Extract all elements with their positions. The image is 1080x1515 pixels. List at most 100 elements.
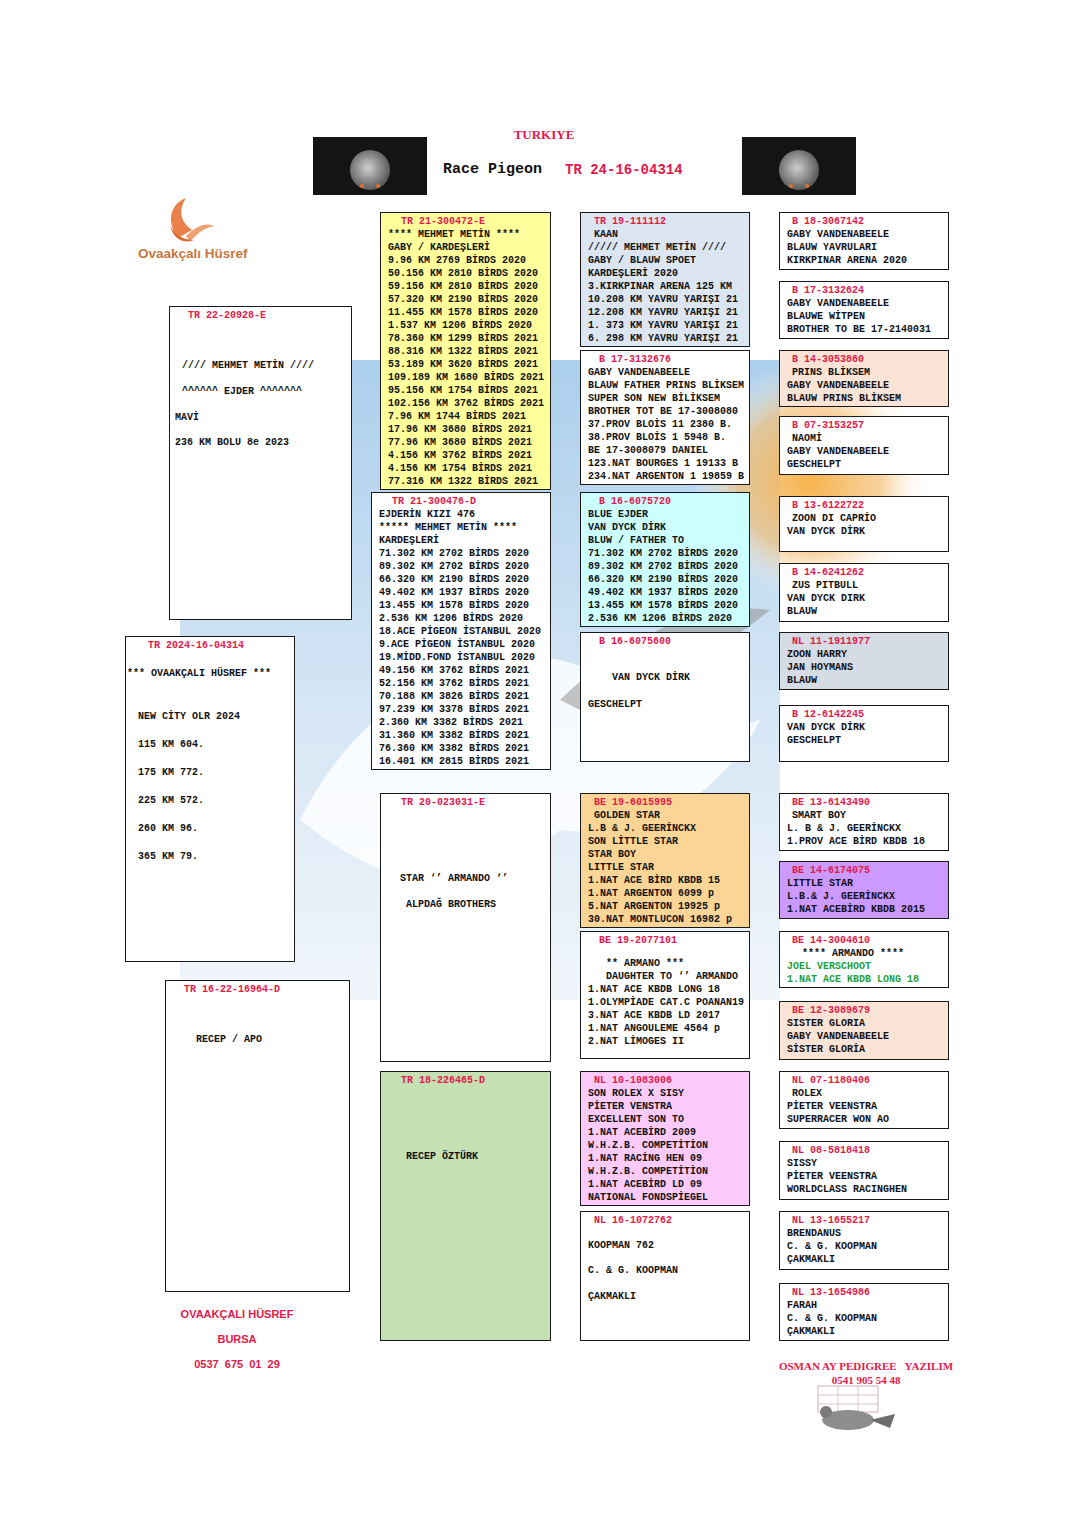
logo-text: Ovaakçalı Hüsref: [138, 246, 248, 261]
pedigree-line: 1.NAT ACE KBDB LONG 18: [588, 983, 720, 996]
pedigree-line: GESCHELPT: [588, 698, 642, 711]
pedigree-box: B 18-3067142GABY VANDENABEELEBLAUW YAVRU…: [779, 212, 949, 270]
pedigree-line: 57.320 KM 2190 BİRDS 2020: [388, 293, 538, 306]
ring-number: NL 11-1911977: [792, 635, 870, 648]
pedigree-line: DAUGHTER TO ‘’ ARMANDO: [606, 970, 738, 983]
pedigree-line: ***** MEHMET METİN ****: [379, 521, 517, 534]
pedigree-line: 71.302 KM 2702 BİRDS 2020: [379, 547, 529, 560]
pedigree-line: W.H.Z.B. COMPETİTİON: [588, 1139, 708, 1152]
pedigree-box: NL 13-1655217BRENDANUSC. & G. KOOPMANÇAK…: [779, 1211, 949, 1270]
pedigree-line: 1.NAT ARGENTON 6099 p: [588, 887, 714, 900]
pedigree-box: TR 2024-16-04314*** OVAAKÇALI HÜSREF ***…: [125, 636, 295, 962]
pedigree-line: 4.156 KM 1754 BİRDS 2021: [388, 462, 532, 475]
pedigree-line: 234.NAT ARGENTON 1 19859 B: [588, 470, 744, 483]
pedigree-line: 365 KM 79.: [138, 850, 198, 863]
pedigree-line: 71.302 KM 2702 BİRDS 2020: [588, 547, 738, 560]
pedigree-line: BLAUW: [787, 674, 817, 687]
pedigree-line: 3.NAT ACE KBDB LD 2017: [588, 1009, 720, 1022]
ring-number: BE 14-6174075: [792, 864, 870, 877]
pedigree-box: B 13-6122722ZOON DI CAPRİOVAN DYCK DİRK: [779, 496, 949, 552]
pedigree-line: 3.KIRKPINAR ARENA 125 KM: [588, 280, 732, 293]
pedigree-line: 1.NAT ACE BİRD KBDB 15: [588, 874, 720, 887]
pedigree-line: 50.156 KM 2810 BİRDS 2020: [388, 267, 538, 280]
pedigree-line: BLUE EJDER: [588, 508, 648, 521]
pedigree-line: 49.402 KM 1937 BİRDS 2020: [379, 586, 529, 599]
pedigree-line: GESCHELPT: [787, 734, 841, 747]
pedigree-box: NL 08-5818418SISSYPİETER VEENSTRAWORLDCL…: [779, 1141, 949, 1200]
pedigree-line: C. & G. KOOPMAN: [787, 1240, 877, 1253]
ring-number: BE 13-6143490: [792, 796, 870, 809]
pedigree-line: NEW CİTY OLR 2024: [138, 710, 240, 723]
pedigree-line: BLUW / FATHER TO: [588, 534, 684, 547]
pedigree-line: 16.401 KM 2815 BİRDS 2021: [379, 755, 529, 768]
pedigree-box: TR 18-226465-DRECEP ÖZTÜRK: [380, 1071, 551, 1341]
pedigree-line: ZOON DI CAPRİO: [792, 512, 876, 525]
pedigree-line: SISTER GLORIA: [787, 1017, 865, 1030]
pedigree-line: 1. 373 KM YAVRU YARIŞI 21: [588, 319, 738, 332]
pedigree-line: 9.ACE PİGEON İSTANBUL 2020: [379, 638, 535, 651]
pedigree-line: ZOON HARRY: [787, 648, 847, 661]
logo-dot: [376, 184, 380, 188]
ring-number: TR 18-226465-D: [401, 1074, 485, 1087]
owner-city: BURSA: [217, 1333, 256, 1345]
pedigree-line: GOLDEN STAR: [594, 809, 660, 822]
pedigree-line: STAR ‘’ ARMANDO ‘’: [400, 872, 508, 885]
pedigree-line: 10.208 KM YAVRU YARIŞI 21: [588, 293, 738, 306]
pedigree-line: LITTLE STAR: [588, 861, 654, 874]
pedigree-line: PİETER VENSTRA: [588, 1100, 672, 1113]
logo-dot: [805, 184, 809, 188]
ring-number: TR 16-22-16964-D: [184, 983, 280, 996]
pedigree-line: W.H.Z.B. COMPETİTİON: [588, 1165, 708, 1178]
pedigree-line: FARAH: [787, 1299, 817, 1312]
pedigree-line: 7.96 KM 1744 BİRDS 2021: [388, 410, 526, 423]
logo-dot: [789, 184, 793, 188]
pedigree-line: C. & G. KOOPMAN: [588, 1264, 678, 1277]
ring-number: B 18-3067142: [792, 215, 864, 228]
pedigree-line: 2.360 KM 3382 BİRDS 2021: [379, 716, 523, 729]
pedigree-line: 1.PROV ACE BİRD KBDB 18: [787, 835, 925, 848]
pedigree-line: 12.208 KM YAVRU YARIŞI 21: [588, 306, 738, 319]
ring-number: TR 20-023031-E: [401, 796, 485, 809]
ring-number: B 17-3132676: [599, 353, 671, 366]
pedigree-line: 1.NAT ACE KBDB LONG 18: [787, 973, 919, 986]
pedigree-line: 13.455 KM 1578 BİRDS 2020: [379, 599, 529, 612]
pedigree-line: L.B.& J. GEERİNCKX: [787, 890, 895, 903]
ring-number: TR 21-300476-D: [392, 495, 476, 508]
pedigree-line: KIRKPINAR ARENA 2020: [787, 254, 907, 267]
bird-logo: [186, 224, 214, 242]
ring-number: NL 13-1654986: [792, 1286, 870, 1299]
pedigree-line: BLAUWE WİTPEN: [787, 310, 865, 323]
pedigree-line: ÇAKMAKLI: [588, 1290, 636, 1303]
pedigree-line: 1.NAT ANGOULEME 4564 p: [588, 1022, 720, 1035]
pedigree-box: NL 07-1180406ROLEXPİETER VEENSTRASUPERRA…: [779, 1071, 949, 1129]
pedigree-line: 123.NAT BOURGES 1 19133 B: [588, 457, 738, 470]
pedigree-line: SUPERRACER WON AO: [787, 1113, 889, 1126]
bird-logo: [170, 226, 194, 241]
ring-number: B 13-6122722: [792, 499, 864, 512]
pedigree-line: VAN DYCK DİRK: [787, 525, 865, 538]
pedigree-box: B 17-3132624GABY VANDENABEELEBLAUWE WİTP…: [779, 281, 949, 339]
pedigree-box: B 16-6075720BLUE EJDERVAN DYCK DİRKBLUW …: [580, 492, 750, 627]
pedigree-box: BE 19-2077101** ARMANO ***DAUGHTER TO ‘’…: [580, 931, 750, 1059]
pedigree-line: *** OVAAKÇALI HÜSREF ***: [127, 667, 271, 680]
pedigree-line: ZUS PITBULL: [792, 579, 858, 592]
pedigree-line: 97.239 KM 3378 BİRDS 2021: [379, 703, 529, 716]
pedigree-line: 18.ACE PİGEON İSTANBUL 2020: [379, 625, 541, 638]
pedigree-line: 77.316 KM 1322 BİRDS 2021: [388, 475, 538, 488]
pedigree-line: 4.156 KM 3762 BİRDS 2021: [388, 449, 532, 462]
pedigree-line: ROLEX: [792, 1087, 822, 1100]
ring-number: B 16-6075720: [599, 495, 671, 508]
pedigree-line: BROTHER TOT BE 17-3008080: [588, 405, 738, 418]
pedigree-line: 78.360 KM 1299 BİRDS 2021: [388, 332, 538, 345]
pedigree-line: KOOPMAN 762: [588, 1239, 654, 1252]
pedigree-line: PRINS BLİKSEM: [792, 366, 870, 379]
pedigree-line: 6. 298 KM YAVRU YARIŞI 21: [588, 332, 738, 345]
owner-name: OVAAKÇALI HÜSREF: [181, 1308, 294, 1320]
pedigree-box: BE 14-6174075LITTLE STARL.B.& J. GEERİNC…: [779, 861, 949, 919]
ring-number: BE 14-3004610: [792, 934, 870, 947]
pedigree-line: 70.188 KM 3826 BİRDS 2021: [379, 690, 529, 703]
pedigree-line: 2.NAT LİMOGES II: [588, 1035, 684, 1048]
pedigree-line: 109.189 KM 1680 BİRDS 2021: [388, 371, 544, 384]
pedigree-box: NL 11-1911977ZOON HARRYJAN HOYMANSBLAUW: [779, 632, 949, 690]
pedigree-line: RECEP / APO: [196, 1033, 262, 1046]
